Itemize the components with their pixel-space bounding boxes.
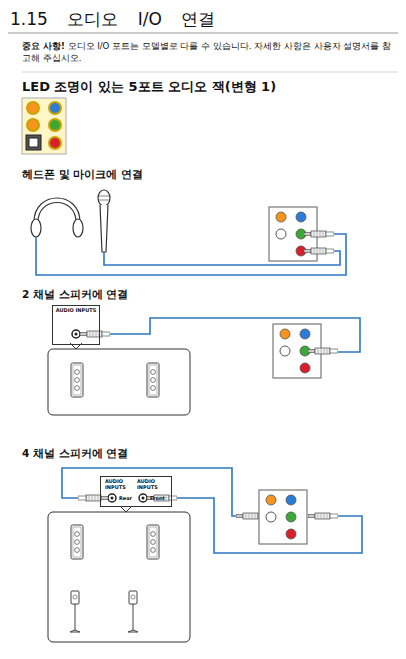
section-heading: 헤드폰 및 마이크에 연결	[22, 168, 143, 182]
note-paragraph: 중요 사항! 오디오 I/O 포트는 모델별로 다를 수 있습니다. 자세한 사…	[22, 40, 394, 65]
port-label: AUDIO INPUTS	[137, 479, 161, 490]
port-label: AUDIO INPUTS	[105, 479, 129, 490]
note-heading: 중요 사항!	[22, 41, 65, 51]
port-label: Rear	[119, 496, 135, 502]
headphone-mic-figure	[31, 190, 110, 252]
audio-input-box: AUDIO INPUTSRearAUDIO INPUTSFront	[100, 476, 172, 507]
audio-input-box: AUDIO INPUTS	[52, 305, 100, 345]
port-label: AUDIO INPUTS	[55, 308, 97, 314]
audio-port-panel	[22, 98, 66, 154]
note-text: 오디오 I/O 포트는 모델별로 다를 수 있습니다. 자세한 사항은 사용자 …	[22, 41, 391, 63]
section-heading: 2 채널 스피커에 연결	[22, 288, 128, 302]
page-title: 1.15 오디오 I/O 연결	[10, 8, 215, 31]
section-heading: 4 채널 스피커에 연결	[22, 447, 128, 461]
port-label: Front	[150, 496, 170, 502]
section-heading: LED 조명이 있는 5포트 오디오 잭(변형 1)	[22, 78, 276, 96]
